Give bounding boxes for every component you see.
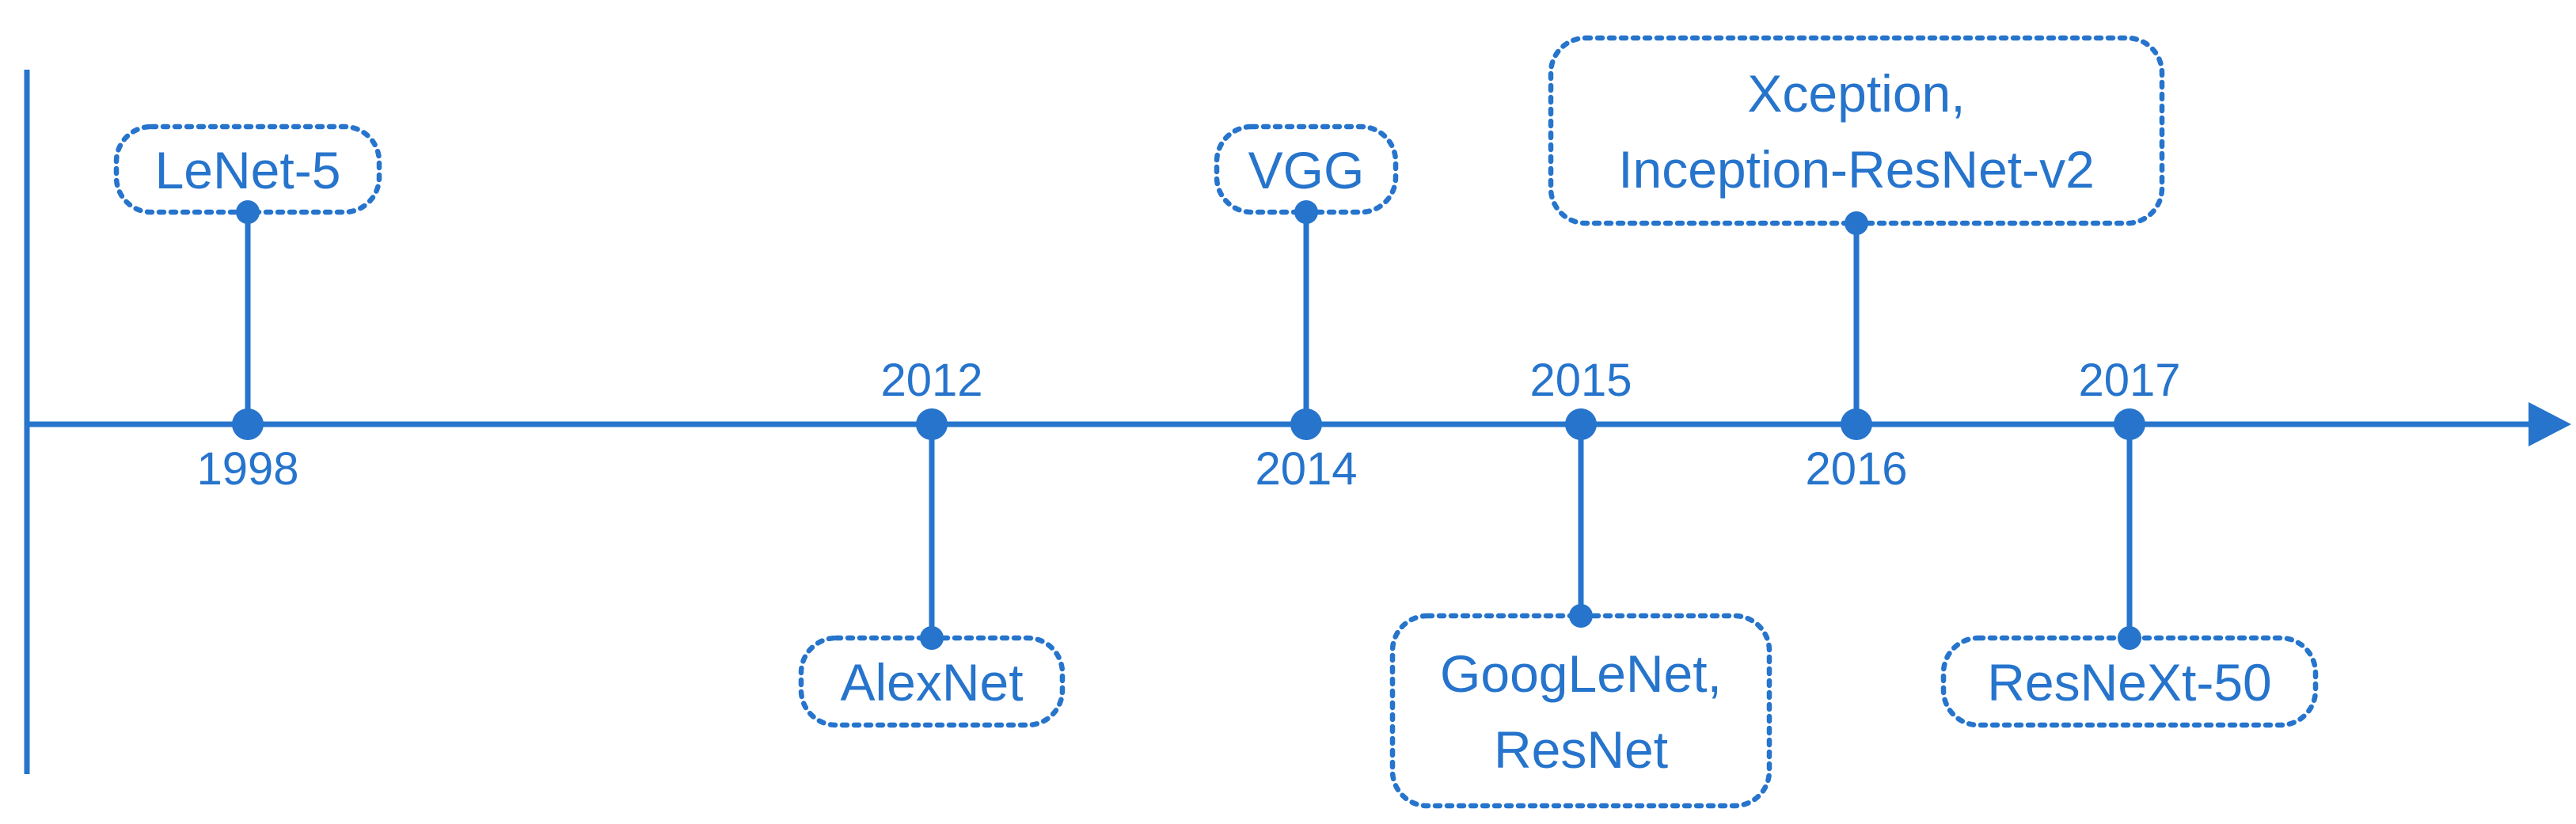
stem-end-dot — [920, 626, 944, 650]
year-marker-dot — [916, 408, 948, 440]
year-label: 2016 — [1805, 443, 1907, 495]
model-label: ResNet — [1494, 720, 1668, 779]
timeline-event: VGG 2014 — [1214, 123, 1399, 495]
year-label: 1998 — [196, 443, 298, 495]
year-marker-dot — [232, 408, 264, 440]
model-label: ResNeXt-50 — [1987, 653, 2272, 712]
timeline-event: Xception, Inception-ResNet-v2 2016 — [1548, 35, 2165, 495]
year-marker-dot — [1841, 408, 1872, 440]
stem-end-dot — [1845, 211, 1868, 235]
model-box — [1940, 635, 2319, 728]
stem-end-dot — [236, 200, 260, 224]
timeline-arrowhead — [2529, 402, 2571, 446]
year-marker-dot — [1565, 408, 1597, 440]
timeline-event: AlexNet 2012 — [798, 355, 1066, 728]
model-label: GoogLeNet, — [1440, 644, 1722, 703]
year-label: 2015 — [1529, 355, 1632, 406]
year-label: 2012 — [880, 355, 982, 406]
model-label: Inception-ResNet-v2 — [1618, 140, 2095, 199]
year-marker-dot — [1290, 408, 1322, 440]
year-marker-dot — [2114, 408, 2145, 440]
stem-end-dot — [2118, 626, 2141, 650]
year-label: 2017 — [2078, 355, 2180, 406]
timeline-event: GoogLeNet, ResNet 2015 — [1389, 355, 1772, 809]
model-label: LeNet-5 — [155, 141, 341, 199]
timeline-event: LeNet-5 1998 — [113, 123, 382, 495]
stem-end-dot — [1569, 604, 1593, 628]
stem-end-dot — [1294, 200, 1318, 224]
model-label: VGG — [1248, 141, 1365, 199]
year-label: 2014 — [1255, 443, 1357, 495]
timeline-event: ResNeXt-50 2017 — [1940, 355, 2319, 728]
model-label: AlexNet — [840, 653, 1023, 712]
model-label: Xception, — [1747, 64, 1965, 123]
